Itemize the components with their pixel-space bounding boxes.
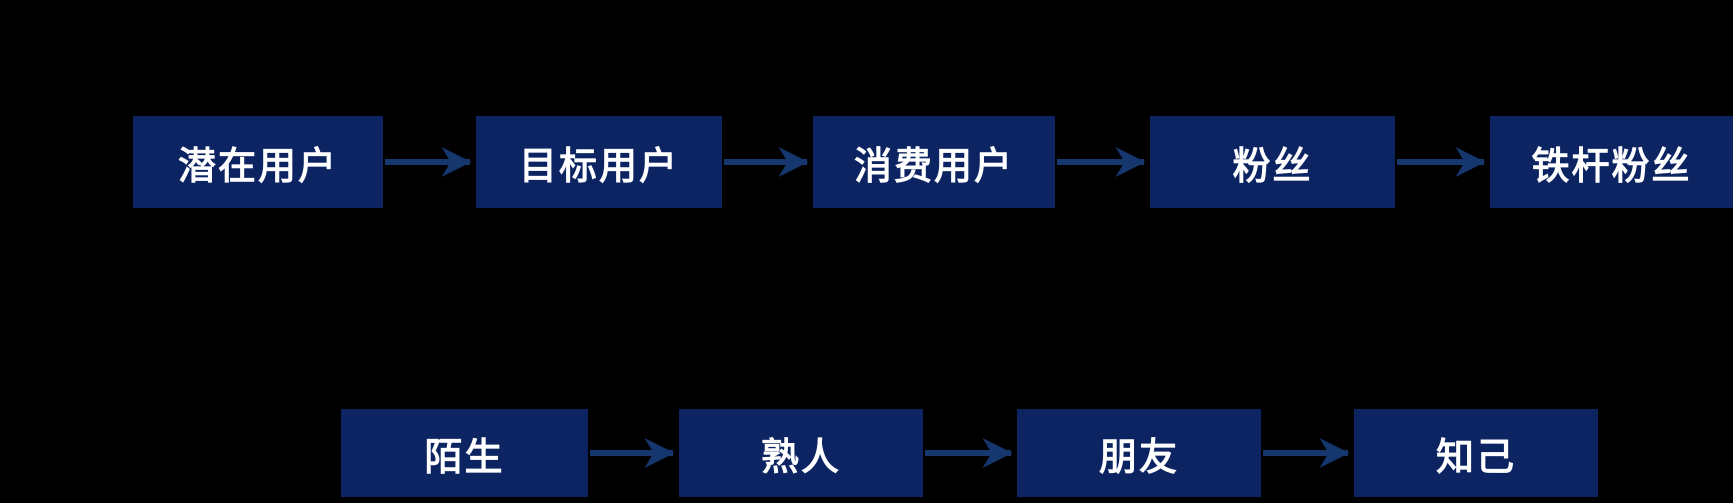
node-friend: 朋友 [1017, 409, 1261, 497]
node-acquaintance: 熟人 [679, 409, 923, 497]
node-fans: 粉丝 [1150, 116, 1395, 208]
node-consuming-users: 消费用户 [813, 116, 1055, 208]
node-stranger: 陌生 [341, 409, 588, 497]
node-potential-users: 潜在用户 [133, 116, 383, 208]
node-hardcore-fans: 铁杆粉丝 [1490, 116, 1733, 208]
node-confidant: 知己 [1354, 409, 1598, 497]
node-target-users: 目标用户 [476, 116, 722, 208]
